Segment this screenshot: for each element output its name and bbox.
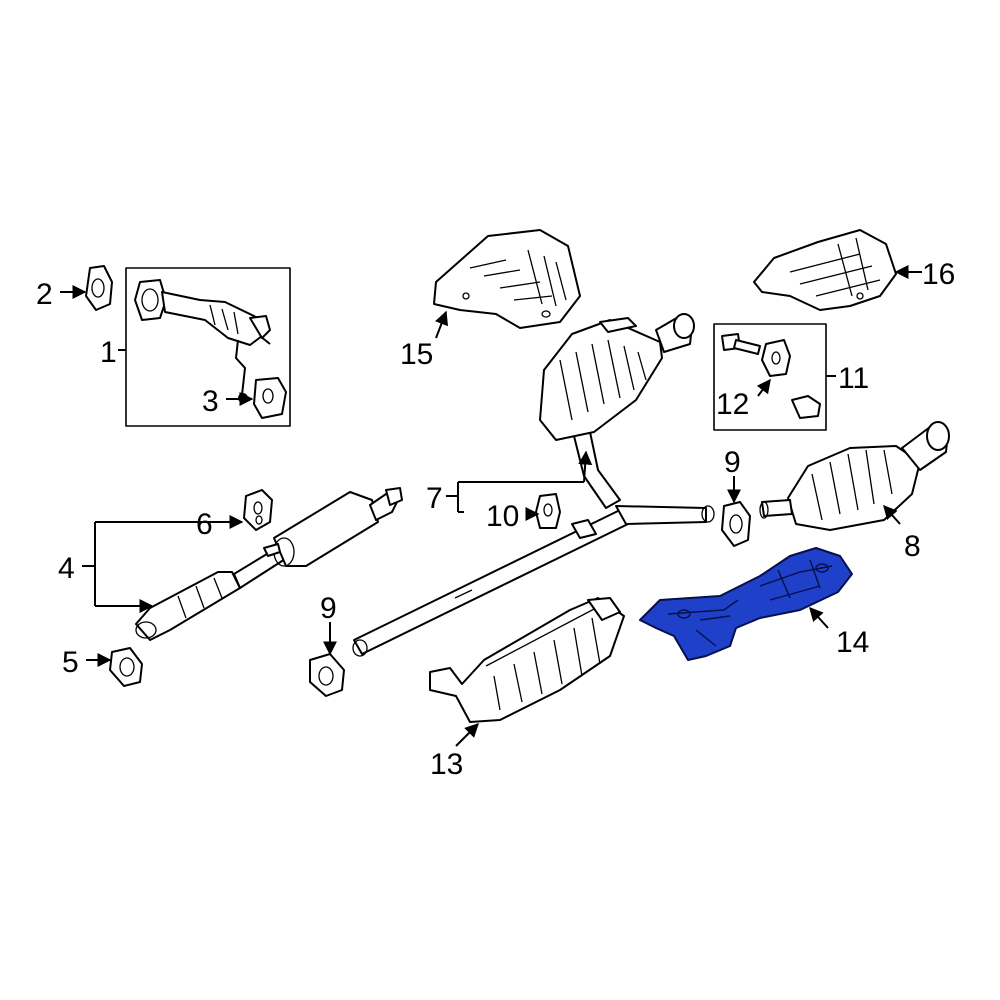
callout-10: 10	[486, 500, 519, 533]
callout-1: 1	[100, 336, 117, 369]
callout-6: 6	[196, 508, 213, 541]
callout-9-left: 9	[320, 592, 337, 625]
callout-15: 15	[400, 338, 433, 371]
leader-12	[756, 378, 771, 397]
part-3-rubber-mount[interactable]	[253, 377, 287, 419]
leader-15	[434, 310, 449, 339]
part-1-front-pipe-group[interactable]	[125, 267, 291, 427]
part-9-gasket-left[interactable]	[309, 653, 345, 697]
part-13-heat-shield[interactable]	[429, 597, 625, 723]
part-11-hardware-group[interactable]	[713, 323, 827, 431]
part-5-gasket[interactable]	[109, 647, 143, 687]
leader-7-arrow	[578, 450, 593, 483]
muffler-assembly[interactable]	[539, 313, 695, 441]
callout-12: 12	[716, 388, 749, 421]
leader-8	[883, 504, 901, 525]
part-4-intermediate-pipe[interactable]	[135, 487, 403, 641]
callout-2: 2	[36, 278, 53, 311]
part-9-gasket-right[interactable]	[721, 501, 751, 547]
callout-11: 11	[838, 362, 869, 395]
callout-5: 5	[62, 646, 79, 679]
part-14-heat-shield-highlighted[interactable]	[639, 547, 853, 661]
part-10-hanger[interactable]	[535, 493, 561, 529]
callout-7: 7	[426, 482, 443, 515]
part-6-hanger-rubber[interactable]	[243, 489, 273, 531]
callout-14: 14	[836, 626, 869, 659]
callout-16: 16	[922, 258, 955, 291]
leader-13	[455, 723, 479, 747]
part-8-rear-muffler[interactable]	[759, 421, 950, 531]
callout-4: 4	[58, 552, 75, 585]
callout-8: 8	[904, 530, 921, 563]
part-2-gasket[interactable]	[85, 265, 113, 311]
callout-9-right: 9	[724, 446, 741, 479]
leader-14	[809, 606, 829, 629]
callout-13: 13	[430, 748, 463, 781]
part-16-heat-shield[interactable]	[753, 229, 897, 311]
callout-3: 3	[202, 385, 219, 418]
part-15-heat-shield[interactable]	[433, 229, 581, 329]
